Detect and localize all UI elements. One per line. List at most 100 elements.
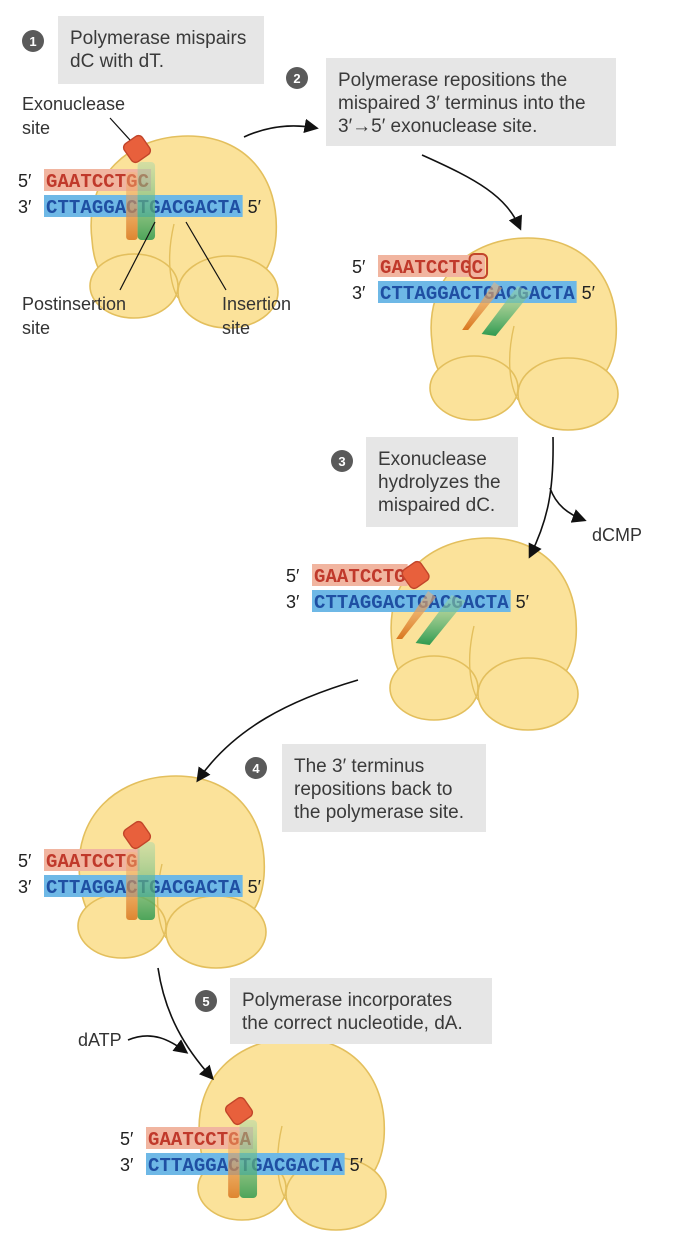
label-insertion-site: Insertion [222, 294, 291, 314]
dna-step4-template-base: C [172, 877, 183, 899]
dna-step5-primer-5prime: 5′ [120, 1129, 134, 1149]
step4-caption-line: The 3′ terminus [294, 756, 424, 777]
dna-step3-template-base: A [383, 592, 395, 614]
dna-step2-primer-5prime: 5′ [352, 257, 366, 277]
dna-step5-primer-base: A [159, 1129, 171, 1151]
dna-step2-primer-base: C [472, 257, 483, 279]
dna-step4-template-base: G [183, 877, 194, 899]
step3-badge-number: 3 [338, 454, 345, 469]
dna-step2-template-base: A [414, 283, 426, 305]
dna-step2-template-base: A [563, 283, 575, 305]
step5-caption-box [230, 978, 492, 1044]
dna-step4-primer-base: C [103, 851, 114, 873]
dna-step5-primer-base: A [171, 1129, 183, 1151]
step2-badge-number: 2 [293, 71, 300, 86]
dna-step1-primer-strand [44, 169, 152, 191]
dna-step1-primer-base: C [103, 171, 114, 193]
dna-step1-template-base: A [80, 197, 92, 219]
step2-insertion-site [481, 286, 532, 336]
dna-step4-primer-base: T [80, 851, 91, 873]
enzyme-lobe-left [429, 355, 519, 421]
dna-step5-template-base: T [171, 1155, 182, 1177]
dna-step4-template-base: T [69, 877, 80, 899]
dna-step2-template-base: C [540, 283, 551, 305]
dna-step4-primer-strand [44, 849, 140, 871]
dna-step3-primer-base: T [348, 566, 359, 588]
dna-step2-template-base: G [426, 283, 437, 305]
dna-step3-primer-base: A [337, 566, 349, 588]
step5-caption-line: the correct nucleotide, dA. [242, 1013, 463, 1034]
dna-step5-template-base: C [274, 1155, 285, 1177]
enzyme-lobe-left [389, 655, 479, 721]
dna-step1-primer-base: T [115, 171, 126, 193]
step4-caption-line: the polymerase site. [294, 802, 464, 823]
step1-postinsertion-site [126, 172, 138, 240]
pointer-postinsertion [119, 221, 156, 291]
arrow-step1-to-step2 [243, 118, 319, 138]
dna-step1-template-base: T [69, 197, 80, 219]
step4-postinsertion-site [126, 852, 138, 920]
dna-step2-primer-base: T [449, 257, 460, 279]
dna-step1-template-base: A [161, 197, 173, 219]
step3-caption-line: hydrolyzes the [378, 472, 501, 493]
dna-step1-template-base: T [57, 197, 68, 219]
dna-step3-template-base: G [360, 592, 371, 614]
dna-step2-primer-base: A [391, 257, 403, 279]
dna-step4-primer-base: A [69, 851, 81, 873]
dna-step4-template-5prime: 5′ [248, 877, 262, 897]
step3-caption-line: mispaired dC. [378, 495, 495, 516]
dna-step5-primer-base: C [205, 1129, 216, 1151]
label-exonuclease-site: Exonuclease [22, 94, 125, 114]
label-postinsertion-site: Postinsertion [22, 294, 126, 314]
enzyme-lobe-right [165, 895, 267, 969]
dna-step4-template-base: G [103, 877, 114, 899]
step4-badge-number: 4 [252, 761, 260, 776]
step2-caption-line: mispaired 3′ terminus into the [338, 93, 586, 114]
dna-step1-template-base: A [115, 197, 127, 219]
label-datp: dATP [78, 1030, 122, 1050]
dna-step1-primer-base: C [92, 171, 103, 193]
step2-caption-box [326, 58, 616, 146]
dna-step3-template-base: T [337, 592, 348, 614]
exonuclease-site-step2 [468, 253, 489, 279]
enzyme-cleft [157, 863, 167, 939]
dna-step5-template-base: G [194, 1155, 205, 1177]
dna-step5-template-base: A [263, 1155, 275, 1177]
dna-step3-template-base: G [371, 592, 382, 614]
step3-caption-box [366, 437, 518, 527]
dna-step5-template-5prime: 5′ [350, 1155, 364, 1175]
dna-step5-primer-base: T [182, 1129, 193, 1151]
dna-step5-primer-base: G [148, 1129, 159, 1151]
dna-step3-template-base: C [314, 592, 325, 614]
step1-badge-number: 1 [29, 34, 36, 49]
dna-step5-template-base: C [308, 1155, 319, 1177]
dna-step5-template-base: A [297, 1155, 309, 1177]
dna-step1-primer-base: A [69, 171, 81, 193]
dna-step3-template-base: C [394, 592, 405, 614]
dna-step2-primer-base: C [437, 257, 448, 279]
enzyme-lobe-right [477, 657, 579, 731]
dna-step1-template-3prime: 3′ [18, 197, 32, 217]
dna-step2-primer-strand [378, 255, 486, 277]
dna-step2-template-base: A [529, 283, 541, 305]
step2-postinsertion-site [462, 282, 503, 330]
dna-step5-template-base: G [205, 1155, 216, 1177]
step3-postinsertion-site [396, 591, 437, 639]
step2-badge [286, 67, 308, 89]
dna-step5-template-base: T [320, 1155, 331, 1177]
dna-step1-template-base: G [183, 197, 194, 219]
dna-step2-template-3prime: 3′ [352, 283, 366, 303]
dna-step3-primer-base: T [383, 566, 394, 588]
step2-caption-line: Polymerase repositions the [338, 70, 567, 91]
exonuclease-site-step1 [122, 134, 152, 164]
dna-step5-template-base: A [217, 1155, 229, 1177]
dna-step4-template-3prime: 3′ [18, 877, 32, 897]
arrow-step2-to-step3 [421, 154, 522, 231]
step4-badge [245, 757, 267, 779]
step4-caption-box [282, 744, 486, 832]
dna-step3-template-base: T [486, 592, 497, 614]
enzyme-cleft [169, 223, 179, 299]
enzyme-cleft [509, 325, 519, 401]
label-dcmp: dCMP [592, 525, 642, 545]
dna-step3-primer-base: G [394, 566, 405, 588]
